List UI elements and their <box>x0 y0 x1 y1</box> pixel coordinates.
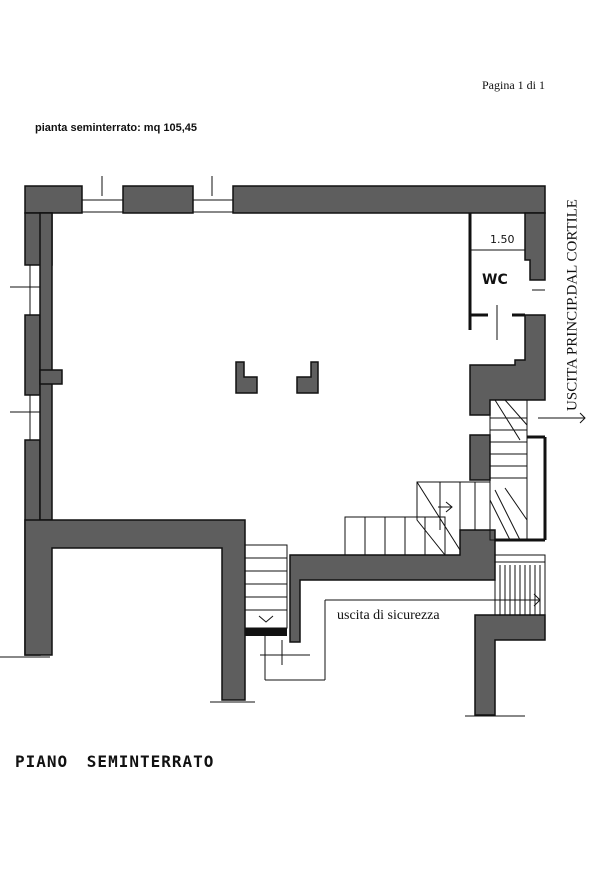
main-exit-label: USCITA PRINCIP.DAL CORTILE <box>564 199 581 411</box>
stair-landing-bar <box>245 628 287 636</box>
wall-top-1 <box>24 185 83 214</box>
wc-partition <box>468 213 525 340</box>
main-exit-arrow <box>538 412 586 424</box>
stair-railing <box>495 435 547 542</box>
wc-label: WC <box>482 272 508 288</box>
wall-top-2 <box>122 185 194 214</box>
pillar-right <box>296 361 319 394</box>
wall-right-wc <box>469 314 546 416</box>
wall-left-inner <box>39 212 53 521</box>
page-number: Pagina 1 di 1 <box>482 78 545 92</box>
dimension-label: 1.50 <box>490 233 515 246</box>
window-top <box>82 176 233 213</box>
main-stair <box>344 481 491 556</box>
wall-right-lower <box>474 614 546 716</box>
plan-title: PIANO SEMINTERRATO <box>15 752 215 771</box>
wall-left-2 <box>24 314 41 396</box>
wall-right-upper <box>524 212 546 281</box>
emergency-exit-arrow <box>260 593 541 681</box>
emergency-exit-label: uscita di sicurezza <box>337 608 440 623</box>
wall-left-stub <box>39 369 63 385</box>
emergency-stair <box>244 544 288 629</box>
area-label: pianta seminterrato: mq 105,45 <box>35 122 198 134</box>
wall-stair-block <box>469 434 491 481</box>
exterior-stair <box>494 554 546 616</box>
wall-bottom-left <box>24 519 246 701</box>
pillar-left <box>235 361 258 394</box>
window-left <box>10 265 40 440</box>
wall-middle <box>289 529 496 643</box>
spiral-stair <box>489 399 528 541</box>
wall-top-3 <box>232 185 546 214</box>
